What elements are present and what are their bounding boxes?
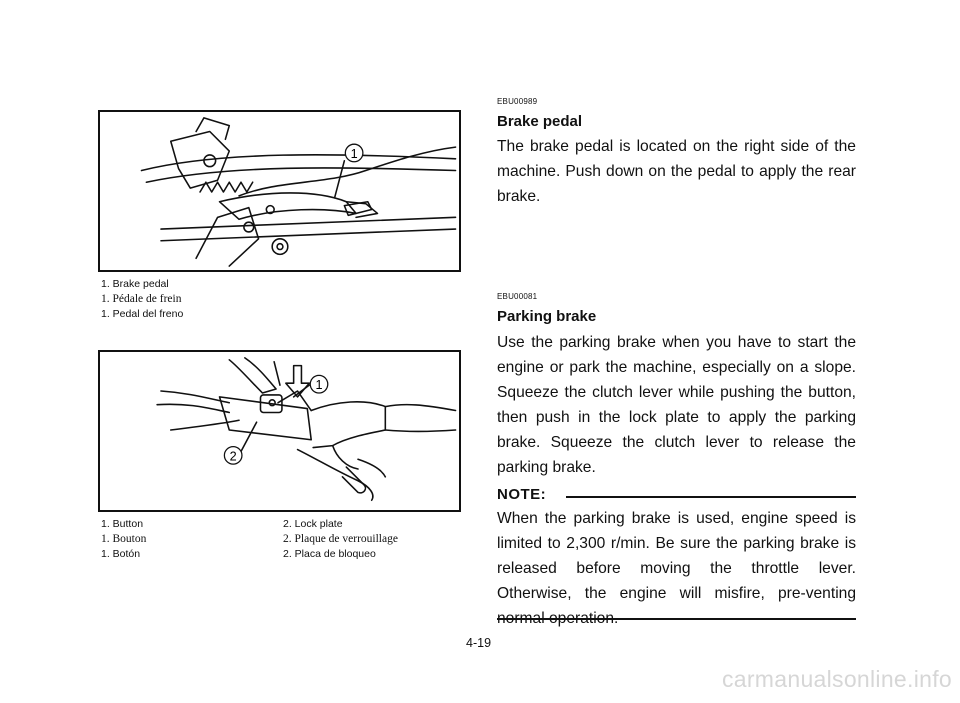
brake-pedal-figure: 1: [98, 110, 461, 272]
watermark-text: carmanualsonline.info: [721, 666, 952, 692]
note-end-divider: [497, 618, 856, 620]
figure1-caption-en: 1. Brake pedal: [101, 278, 169, 290]
figure2-caption-col1: 1. Button 1. Bouton 1. Botón: [101, 517, 461, 562]
brake-pedal-illustration: 1: [140, 117, 457, 267]
figure1-callout-1: 1: [351, 147, 358, 161]
figure2-caption: 1. Button 1. Bouton 1. Botón 2. Lock pla…: [101, 517, 461, 562]
figure2-callout-2: 2: [230, 449, 237, 463]
page-number: 4-19: [466, 636, 492, 650]
figure2-caption-button-en: 1. Button: [101, 518, 144, 530]
figure1-caption-es: 1. Pedal del freno: [101, 308, 184, 320]
note-divider: [566, 496, 856, 498]
figure2-caption-button-es: 1. Botón: [101, 548, 141, 560]
figure2-caption-lockplate-fr: 2. Plaque de verrouillage: [283, 533, 398, 545]
section-code-brake-pedal: EBU00989: [497, 97, 538, 106]
section-body-brake-pedal: The brake pedal is located on the right …: [497, 138, 856, 205]
section-code-parking-brake: EBU00081: [497, 292, 538, 301]
section-body-parking-brake: Use the parking brake when you have to s…: [497, 334, 856, 476]
section-heading-parking-brake: Parking brake: [497, 308, 597, 325]
section-heading-brake-pedal: Brake pedal: [497, 113, 583, 130]
figure2-caption-col2: 2. Lock plate 2. Plaque de verrouillage …: [283, 517, 398, 562]
parking-brake-illustration: 1 2: [156, 357, 457, 502]
figure2-caption-lockplate-en: 2. Lock plate: [283, 518, 343, 530]
note-label: NOTE:: [497, 486, 547, 503]
parking-brake-figure: 1 2: [98, 350, 461, 512]
figure2-caption-lockplate-es: 2. Placa de bloqueo: [283, 548, 376, 560]
figure1-caption: 1. Brake pedal 1. Pédale de frein 1. Ped…: [101, 277, 183, 322]
note-body: When the parking brake is used, engine s…: [497, 510, 856, 627]
figure2-caption-button-fr: 1. Bouton: [101, 533, 147, 545]
figure1-caption-fr: 1. Pédale de frein: [101, 293, 182, 305]
figure2-callout-1: 1: [315, 378, 322, 392]
